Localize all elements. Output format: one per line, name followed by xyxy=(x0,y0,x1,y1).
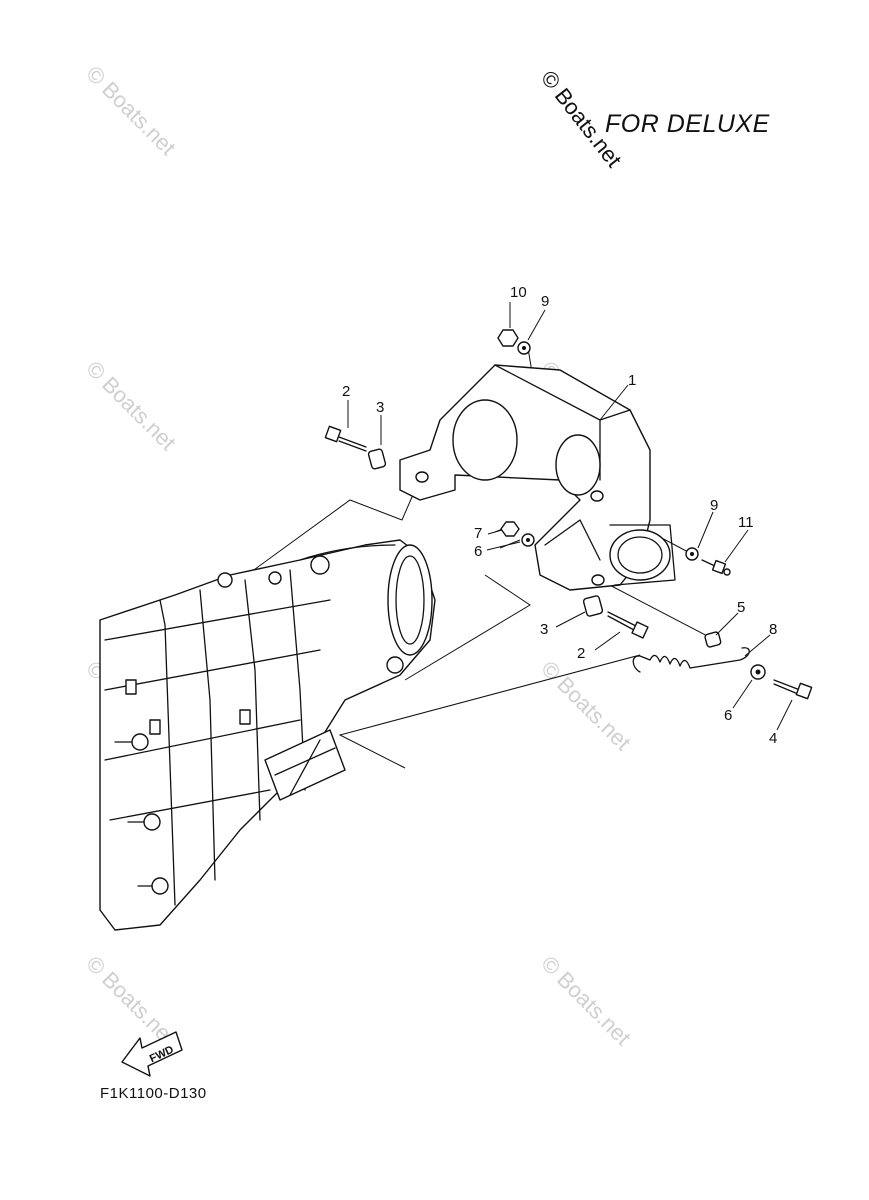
bolt-2-upper xyxy=(324,425,367,452)
spring-8 xyxy=(632,647,750,673)
bolt-2-lower xyxy=(607,611,649,639)
hardware-parts xyxy=(324,329,813,700)
callout-5: 5 xyxy=(737,599,745,616)
callout-3: 3 xyxy=(540,621,548,638)
collar-3-lower xyxy=(582,595,604,617)
callout-2: 2 xyxy=(342,383,350,400)
callout-3: 3 xyxy=(376,399,384,416)
bolt-11 xyxy=(701,559,731,576)
callouts: 1 2 2 3 3 4 5 6 6 7 8 9 9 10 11 xyxy=(342,284,777,747)
callout-7: 7 xyxy=(474,525,482,542)
page-title: FOR DELUXE xyxy=(605,110,770,138)
watermark: © Boats.net xyxy=(81,356,180,455)
diagram-code: F1K1100-D130 xyxy=(100,1085,207,1102)
watermark: © Boats.net xyxy=(536,656,635,755)
callout-8: 8 xyxy=(769,621,777,638)
callout-9: 9 xyxy=(710,497,718,514)
bolt-4 xyxy=(773,679,813,700)
watermark: © Boats.net xyxy=(536,951,635,1050)
callout-2: 2 xyxy=(577,645,585,662)
callout-6: 6 xyxy=(474,543,482,560)
callout-11: 11 xyxy=(738,514,754,531)
callout-6: 6 xyxy=(724,707,732,724)
callout-1: 1 xyxy=(628,372,636,389)
nut-7 xyxy=(500,521,520,537)
leader-lines xyxy=(347,302,793,731)
jet-pump-housing xyxy=(99,539,436,931)
collar-3-upper xyxy=(367,448,387,470)
callout-9: 9 xyxy=(541,293,549,310)
callout-10: 10 xyxy=(510,284,527,301)
deflector-part-1 xyxy=(399,364,676,591)
nut-10 xyxy=(497,329,519,347)
watermark: © Boats.net xyxy=(81,951,180,1050)
collar-5 xyxy=(704,631,722,648)
watermark: © Boats.net xyxy=(81,61,180,160)
callout-4: 4 xyxy=(769,730,777,747)
